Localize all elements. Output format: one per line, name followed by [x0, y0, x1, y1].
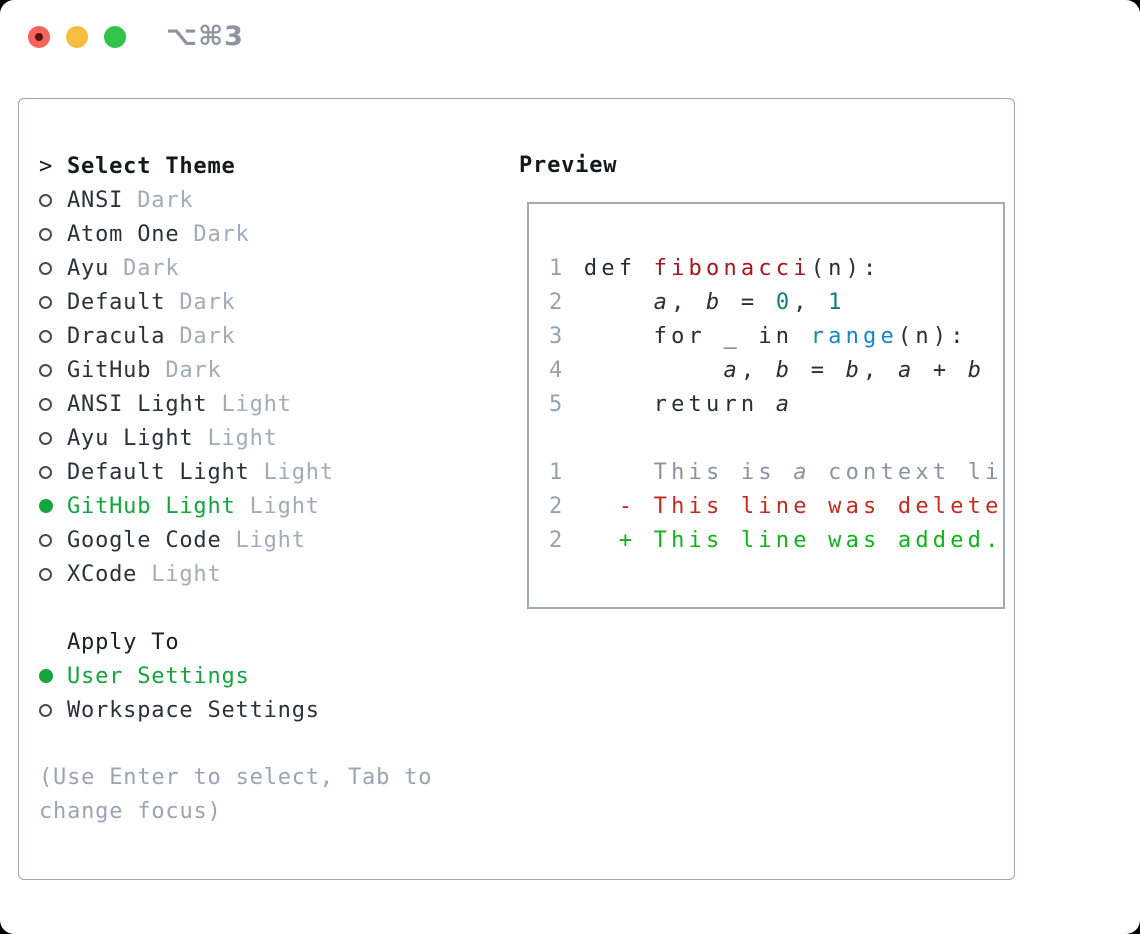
radio-selected-icon	[39, 499, 53, 513]
theme-variant-tag: Light	[235, 493, 320, 519]
section-gap	[39, 727, 479, 761]
theme-option-label: Ayu	[67, 255, 110, 281]
apply-option[interactable]: Workspace Settings	[39, 693, 479, 727]
preview-column: Preview 1 def fibonacci(n): 2 a, b = 0, 1…	[501, 149, 1005, 609]
theme-option-label: Atom One	[67, 221, 180, 247]
theme-option[interactable]: ANSI Light Light	[39, 387, 479, 421]
theme-option[interactable]: Atom One Dark	[39, 217, 479, 251]
theme-variant-tag: Dark	[179, 221, 250, 247]
window-title: ⌥⌘3	[166, 21, 244, 52]
apply-to-title: Apply To	[67, 629, 180, 655]
radio-icon	[39, 193, 52, 207]
code-preview-box: 1 def fibonacci(n): 2 a, b = 0, 1 3 for _ …	[527, 202, 1005, 609]
theme-option-label: Default	[67, 289, 166, 315]
focus-caret-icon: >	[39, 153, 54, 179]
radio-icon	[39, 295, 52, 309]
radio-icon	[39, 431, 52, 445]
apply-option-label: User Settings	[67, 663, 250, 689]
radio-icon	[39, 703, 52, 717]
theme-option[interactable]: Google Code Light	[39, 523, 479, 557]
theme-variant-tag: Dark	[165, 323, 236, 349]
theme-option[interactable]: GitHub Light Light	[39, 489, 479, 523]
radio-icon	[39, 363, 52, 377]
theme-variant-tag: Light	[221, 527, 306, 553]
apply-to-header: Apply To	[39, 625, 479, 659]
theme-option[interactable]: GitHub Dark	[39, 353, 479, 387]
theme-variant-tag: Dark	[151, 357, 222, 383]
code-line: 2 a, b = 0, 1	[549, 290, 846, 315]
apply-option-label: Workspace Settings	[67, 697, 320, 723]
theme-option-label: Default Light	[67, 459, 250, 485]
theme-option-label: Google Code	[67, 527, 222, 553]
theme-option[interactable]: Ayu Light Light	[39, 421, 479, 455]
radio-icon	[39, 261, 52, 275]
theme-variant-tag: Light	[193, 425, 278, 451]
theme-variant-tag: Dark	[123, 187, 194, 213]
radio-selected-icon	[39, 669, 53, 683]
radio-icon	[39, 397, 52, 411]
theme-option[interactable]: Default Light Light	[39, 455, 479, 489]
theme-option[interactable]: ANSI Dark	[39, 183, 479, 217]
theme-variant-tag: Light	[207, 391, 292, 417]
code-line: 3 for _ in range(n):	[549, 324, 968, 349]
code-line: 4 a, b = b, a + b	[549, 358, 986, 383]
theme-option-label: ANSI Light	[67, 391, 208, 417]
preview-title: Preview	[519, 153, 618, 178]
code-line: 2 - This line was deleted.	[549, 494, 1005, 519]
theme-option-label: ANSI	[67, 187, 124, 213]
radio-icon	[39, 227, 52, 241]
theme-option[interactable]: Dracula Dark	[39, 319, 479, 353]
keyboard-hint-line-2: change focus)	[39, 799, 222, 824]
select-theme-header: > Select Theme	[39, 149, 479, 183]
code-line: 5 return a	[549, 392, 794, 417]
theme-option-label: Dracula	[67, 323, 166, 349]
theme-option-label: Ayu Light	[67, 425, 194, 451]
zoom-button[interactable]	[104, 26, 126, 48]
radio-icon	[39, 329, 52, 343]
select-theme-title: Select Theme	[67, 153, 236, 179]
code-line: 1 This is a context line.	[549, 460, 1003, 485]
theme-option[interactable]: Default Dark	[39, 285, 479, 319]
theme-option-label: GitHub	[67, 357, 152, 383]
close-button[interactable]	[28, 26, 50, 48]
section-gap	[39, 591, 479, 625]
code-line: 1 def fibonacci(n):	[549, 256, 881, 281]
keyboard-hint-line-1: (Use Enter to select, Tab to	[39, 765, 433, 790]
code-line: 2 + This line was added.	[549, 528, 1003, 553]
theme-option-label: XCode	[67, 561, 138, 587]
theme-option[interactable]: Ayu Dark	[39, 251, 479, 285]
theme-option-label: GitHub Light	[67, 493, 236, 519]
apply-option[interactable]: User Settings	[39, 659, 479, 693]
theme-variant-tag: Dark	[109, 255, 180, 281]
radio-icon	[39, 465, 52, 479]
title-bar: ⌥⌘3	[0, 0, 1140, 70]
radio-icon	[39, 567, 52, 581]
minimize-button[interactable]	[66, 26, 88, 48]
radio-icon	[39, 533, 52, 547]
theme-variant-tag: Light	[249, 459, 334, 485]
theme-variant-tag: Light	[137, 561, 222, 587]
code-line	[549, 422, 1003, 456]
theme-variant-tag: Dark	[165, 289, 236, 315]
theme-option[interactable]: XCode Light	[39, 557, 479, 591]
